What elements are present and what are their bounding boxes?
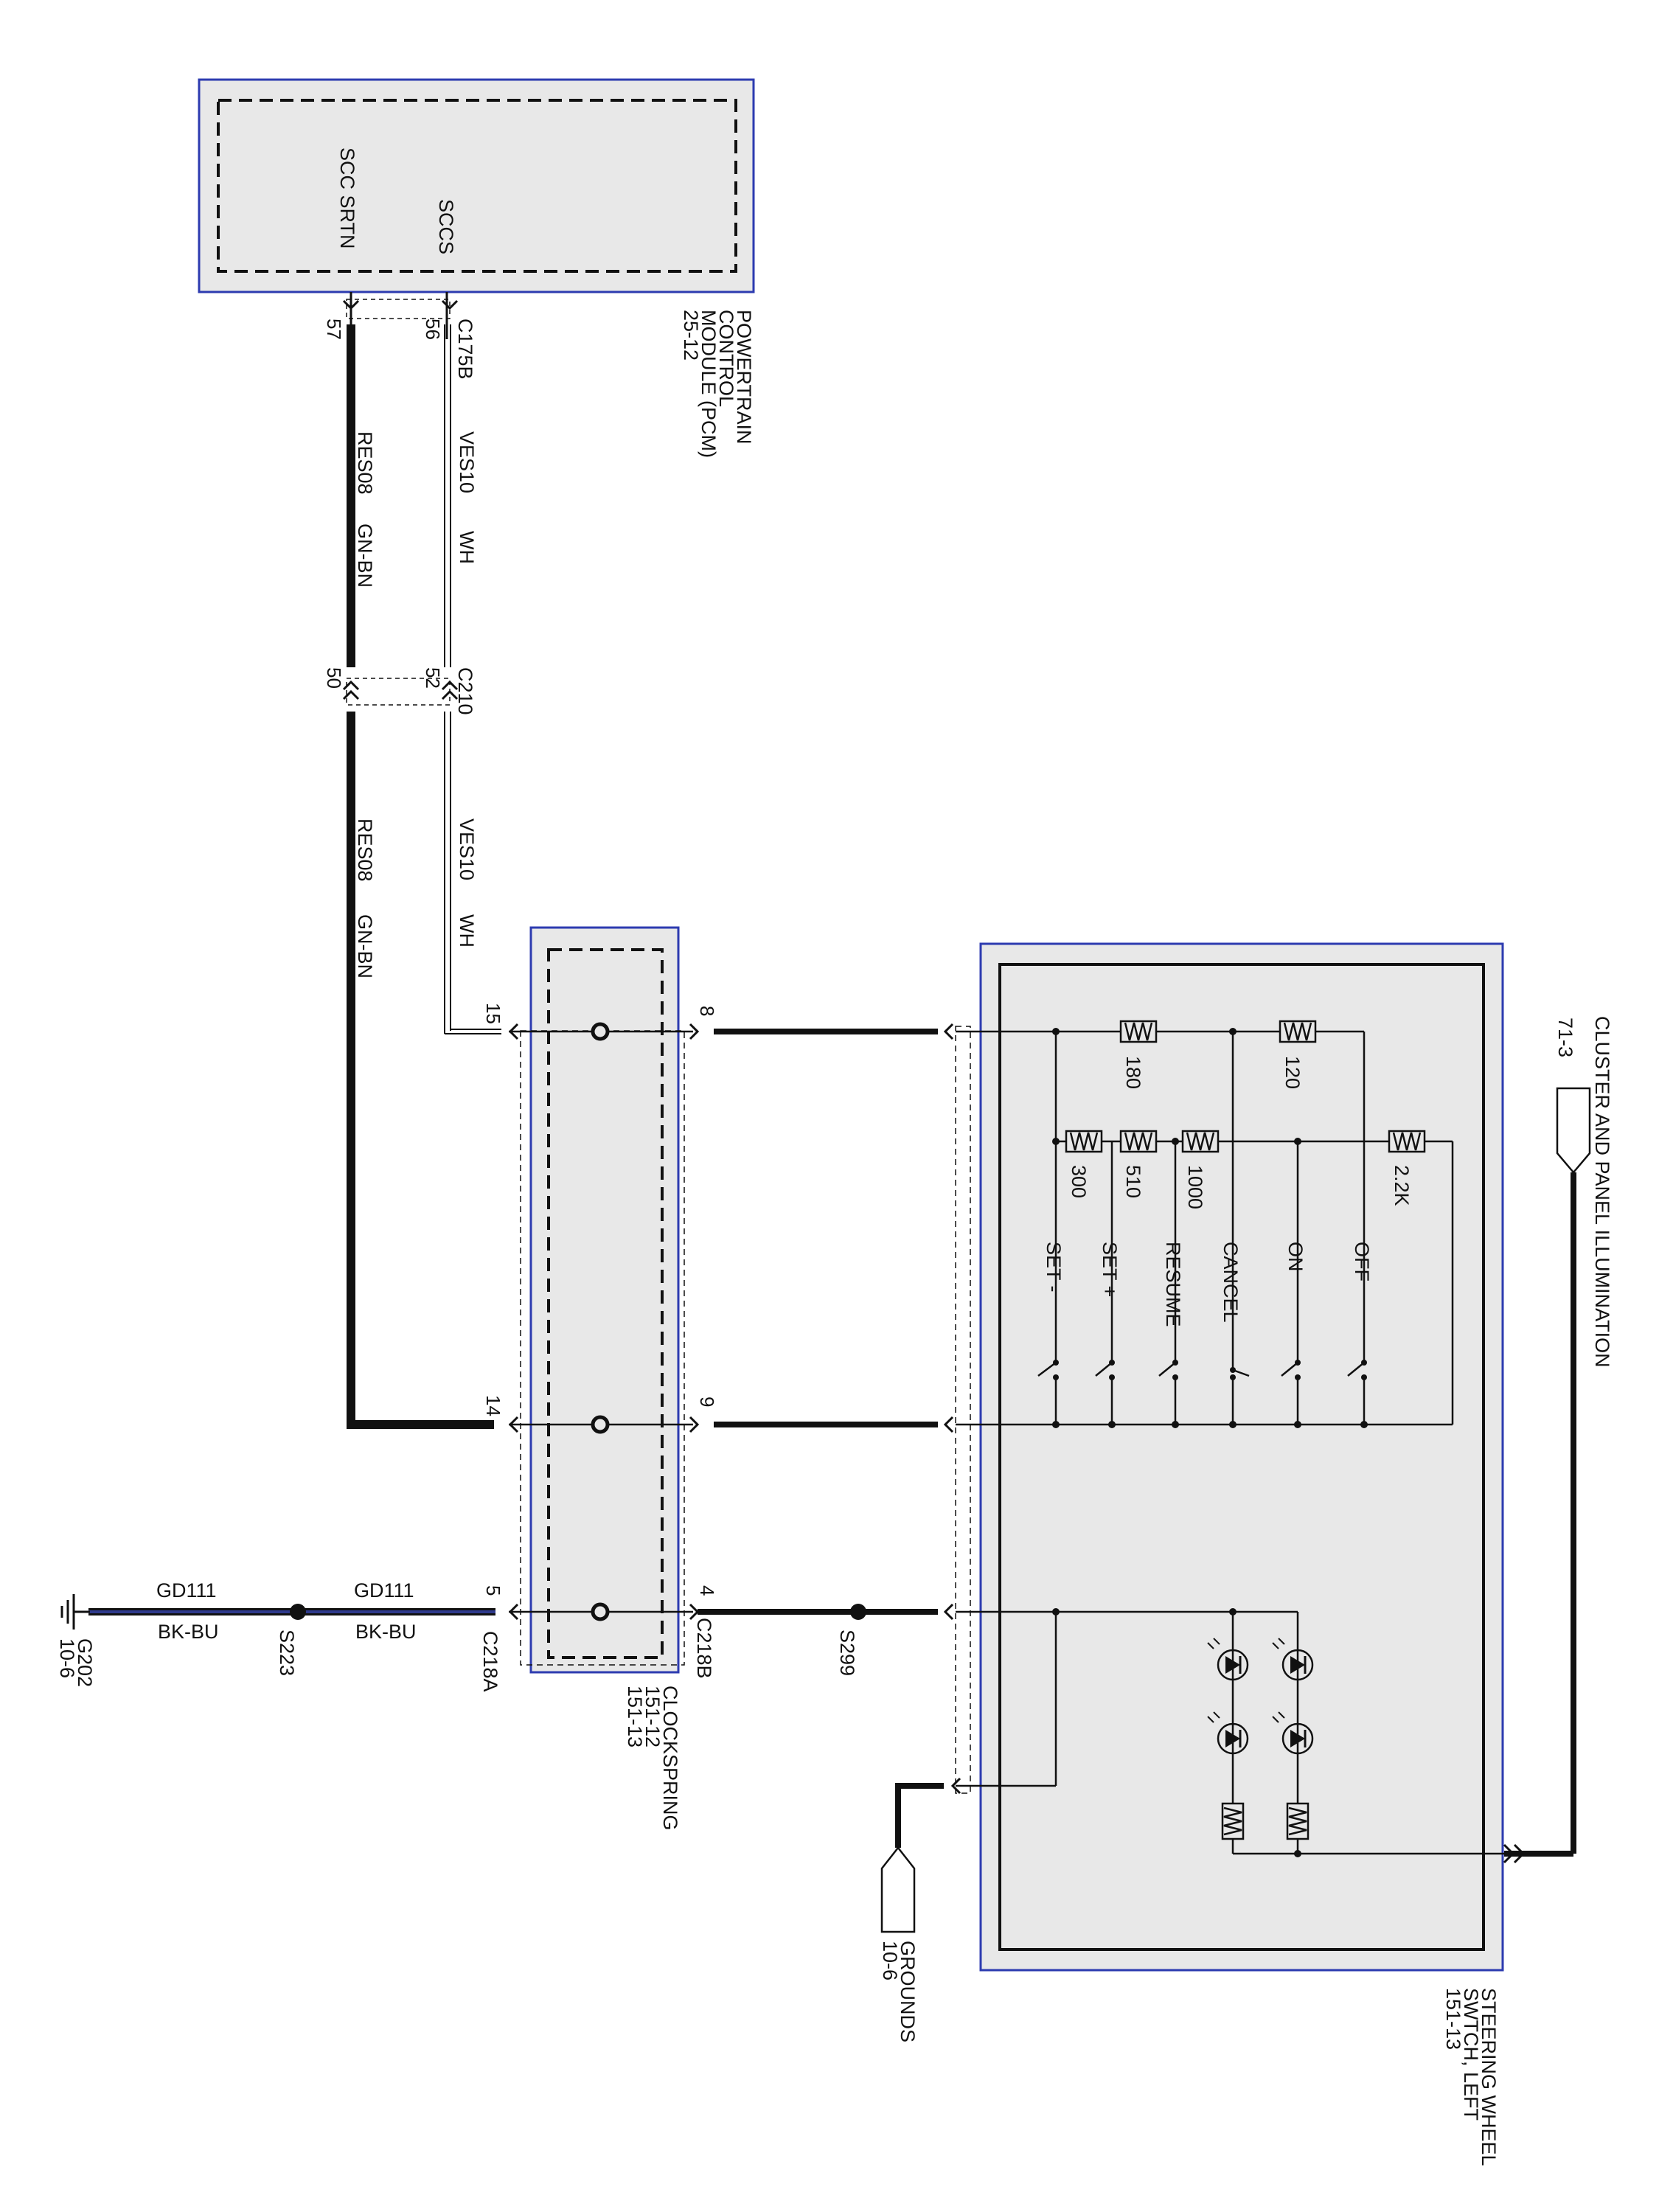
button-off-label: OFF (1351, 1242, 1373, 1281)
clockspring-name-line-3: 151-13 (624, 1686, 646, 1747)
connector-c210: 50 52 C210 (323, 667, 476, 715)
illumination-feed: CLUSTER AND PANEL ILLUMINATION 71-3 (1503, 1016, 1613, 1864)
wire-ves10-lower-color: WH (456, 914, 478, 947)
pcm-module: SCC SRTN SCCS POWERTRAIN CONTROL MODULE … (198, 78, 755, 458)
wire-res08-lower-color: GN-BN (354, 914, 376, 978)
wire-ves10-lower: VES10 WH (444, 712, 501, 1034)
wire-ves10-upper: VES10 WH (444, 292, 478, 667)
resistor-180-label: 180 (1122, 1056, 1144, 1089)
button-on-label: ON (1284, 1242, 1307, 1272)
switch-name-line-2: SWTCH, LEFT (1460, 1988, 1482, 2121)
pcm-pin-srtn-label: SCC SRTN (336, 147, 358, 249)
gd111-right-code: GD111 (354, 1579, 414, 1601)
c218a-label: C218A (479, 1631, 501, 1692)
pcm-name-line-3: MODULE (PCM) (698, 310, 720, 458)
button-cancel-label: CANCEL (1220, 1242, 1242, 1323)
clockspring-pin-5: 5 (482, 1585, 504, 1596)
steering-wheel-switch-module: STEERING WHEEL SWTCH, LEFT 151-13 (956, 942, 1504, 2166)
wire-ves10-code: VES10 (456, 431, 478, 493)
c210-pin-52: 52 (422, 667, 444, 689)
wire-res08-color: GN-BN (354, 524, 376, 588)
resistor-1000-label: 1000 (1184, 1165, 1206, 1209)
wire-ves10-lower-code: VES10 (456, 818, 478, 880)
clockspring-name-line-2: 151-12 (641, 1686, 664, 1747)
pcm-name-line-4: 25-12 (680, 310, 702, 361)
clockspring-name-line-1: CLOCKSPRING (659, 1686, 681, 1831)
c210-label: C210 (454, 667, 476, 715)
clockspring-pin-8: 8 (696, 1006, 718, 1016)
clockspring-pin-9: 9 (696, 1397, 718, 1407)
switch-junction-dots (1052, 1028, 1368, 1857)
grounds-label: GROUNDS (897, 1941, 919, 2042)
button-resume-label: RESUME (1162, 1242, 1184, 1327)
g202-ref: 10-6 (56, 1638, 78, 1678)
c175b-pin-56: 56 (422, 319, 444, 340)
s299-label: S299 (836, 1630, 858, 1676)
grounds-connector-icon (880, 1846, 916, 1933)
grounds-ref: 10-6 (879, 1941, 901, 1980)
pcm-name-line-2: CONTROL (715, 310, 737, 407)
resistor-510-label: 510 (1122, 1165, 1144, 1198)
wire-clockspring-to-switch: S299 GROUNDS 10-6 (698, 1023, 971, 2042)
switch-name-line-1: STEERING WHEEL (1478, 1988, 1500, 2166)
ground-symbol-icon (60, 1594, 90, 1630)
wire-res08-lower: RES08 GN-BN (347, 712, 494, 1429)
gd111-left-code: GD111 (156, 1579, 217, 1601)
g202-label: G202 (74, 1638, 96, 1687)
resistor-120-label: 120 (1281, 1056, 1304, 1089)
resistor-2-2k-label: 2.2K (1391, 1165, 1413, 1206)
c218b-label: C218B (693, 1618, 715, 1679)
clockspring-module: 15 14 5 C218A 8 9 4 C218B CLOCKSPRING 15… (479, 926, 718, 1831)
c175b-label: C175B (454, 319, 476, 380)
clockspring-pin-15: 15 (482, 1003, 504, 1024)
wire-res08-code: RES08 (354, 431, 376, 495)
wire-res08-upper: RES08 GN-BN (347, 292, 376, 667)
wire-res08-lower-code: RES08 (354, 818, 376, 882)
c210-pin-50: 50 (323, 667, 345, 689)
illumination-connector-icon (1556, 1087, 1591, 1174)
resistor-300-label: 300 (1068, 1165, 1090, 1198)
bkbu-right-color: BK-BU (355, 1621, 417, 1643)
button-set-plus-label: SET + (1099, 1242, 1121, 1297)
splice-s223 (290, 1604, 306, 1620)
connector-c175b: 57 56 C175B (323, 299, 476, 380)
pcm-name-line-1: POWERTRAIN (733, 310, 755, 445)
wire-gd111-ground: S223 GD111 BK-BU GD111 BK-BU G202 10-6 (56, 1579, 495, 1687)
splice-s299 (850, 1604, 866, 1620)
illumination-ref: 71-3 (1554, 1018, 1576, 1057)
wire-ves10-color: WH (456, 531, 478, 564)
clockspring-pin-4: 4 (696, 1585, 718, 1596)
c175b-pin-57: 57 (323, 319, 345, 340)
clockspring-pin-14: 14 (482, 1395, 504, 1416)
bkbu-left-color: BK-BU (158, 1621, 219, 1643)
illumination-label: CLUSTER AND PANEL ILLUMINATION (1591, 1016, 1613, 1368)
button-set-minus-label: SET - (1043, 1242, 1065, 1293)
pcm-pin-sccs-label: SCCS (435, 199, 457, 254)
switch-internal-wiring (956, 1030, 1504, 1855)
s223-label: S223 (276, 1630, 298, 1676)
switch-name-line-3: 151-13 (1442, 1988, 1464, 2050)
